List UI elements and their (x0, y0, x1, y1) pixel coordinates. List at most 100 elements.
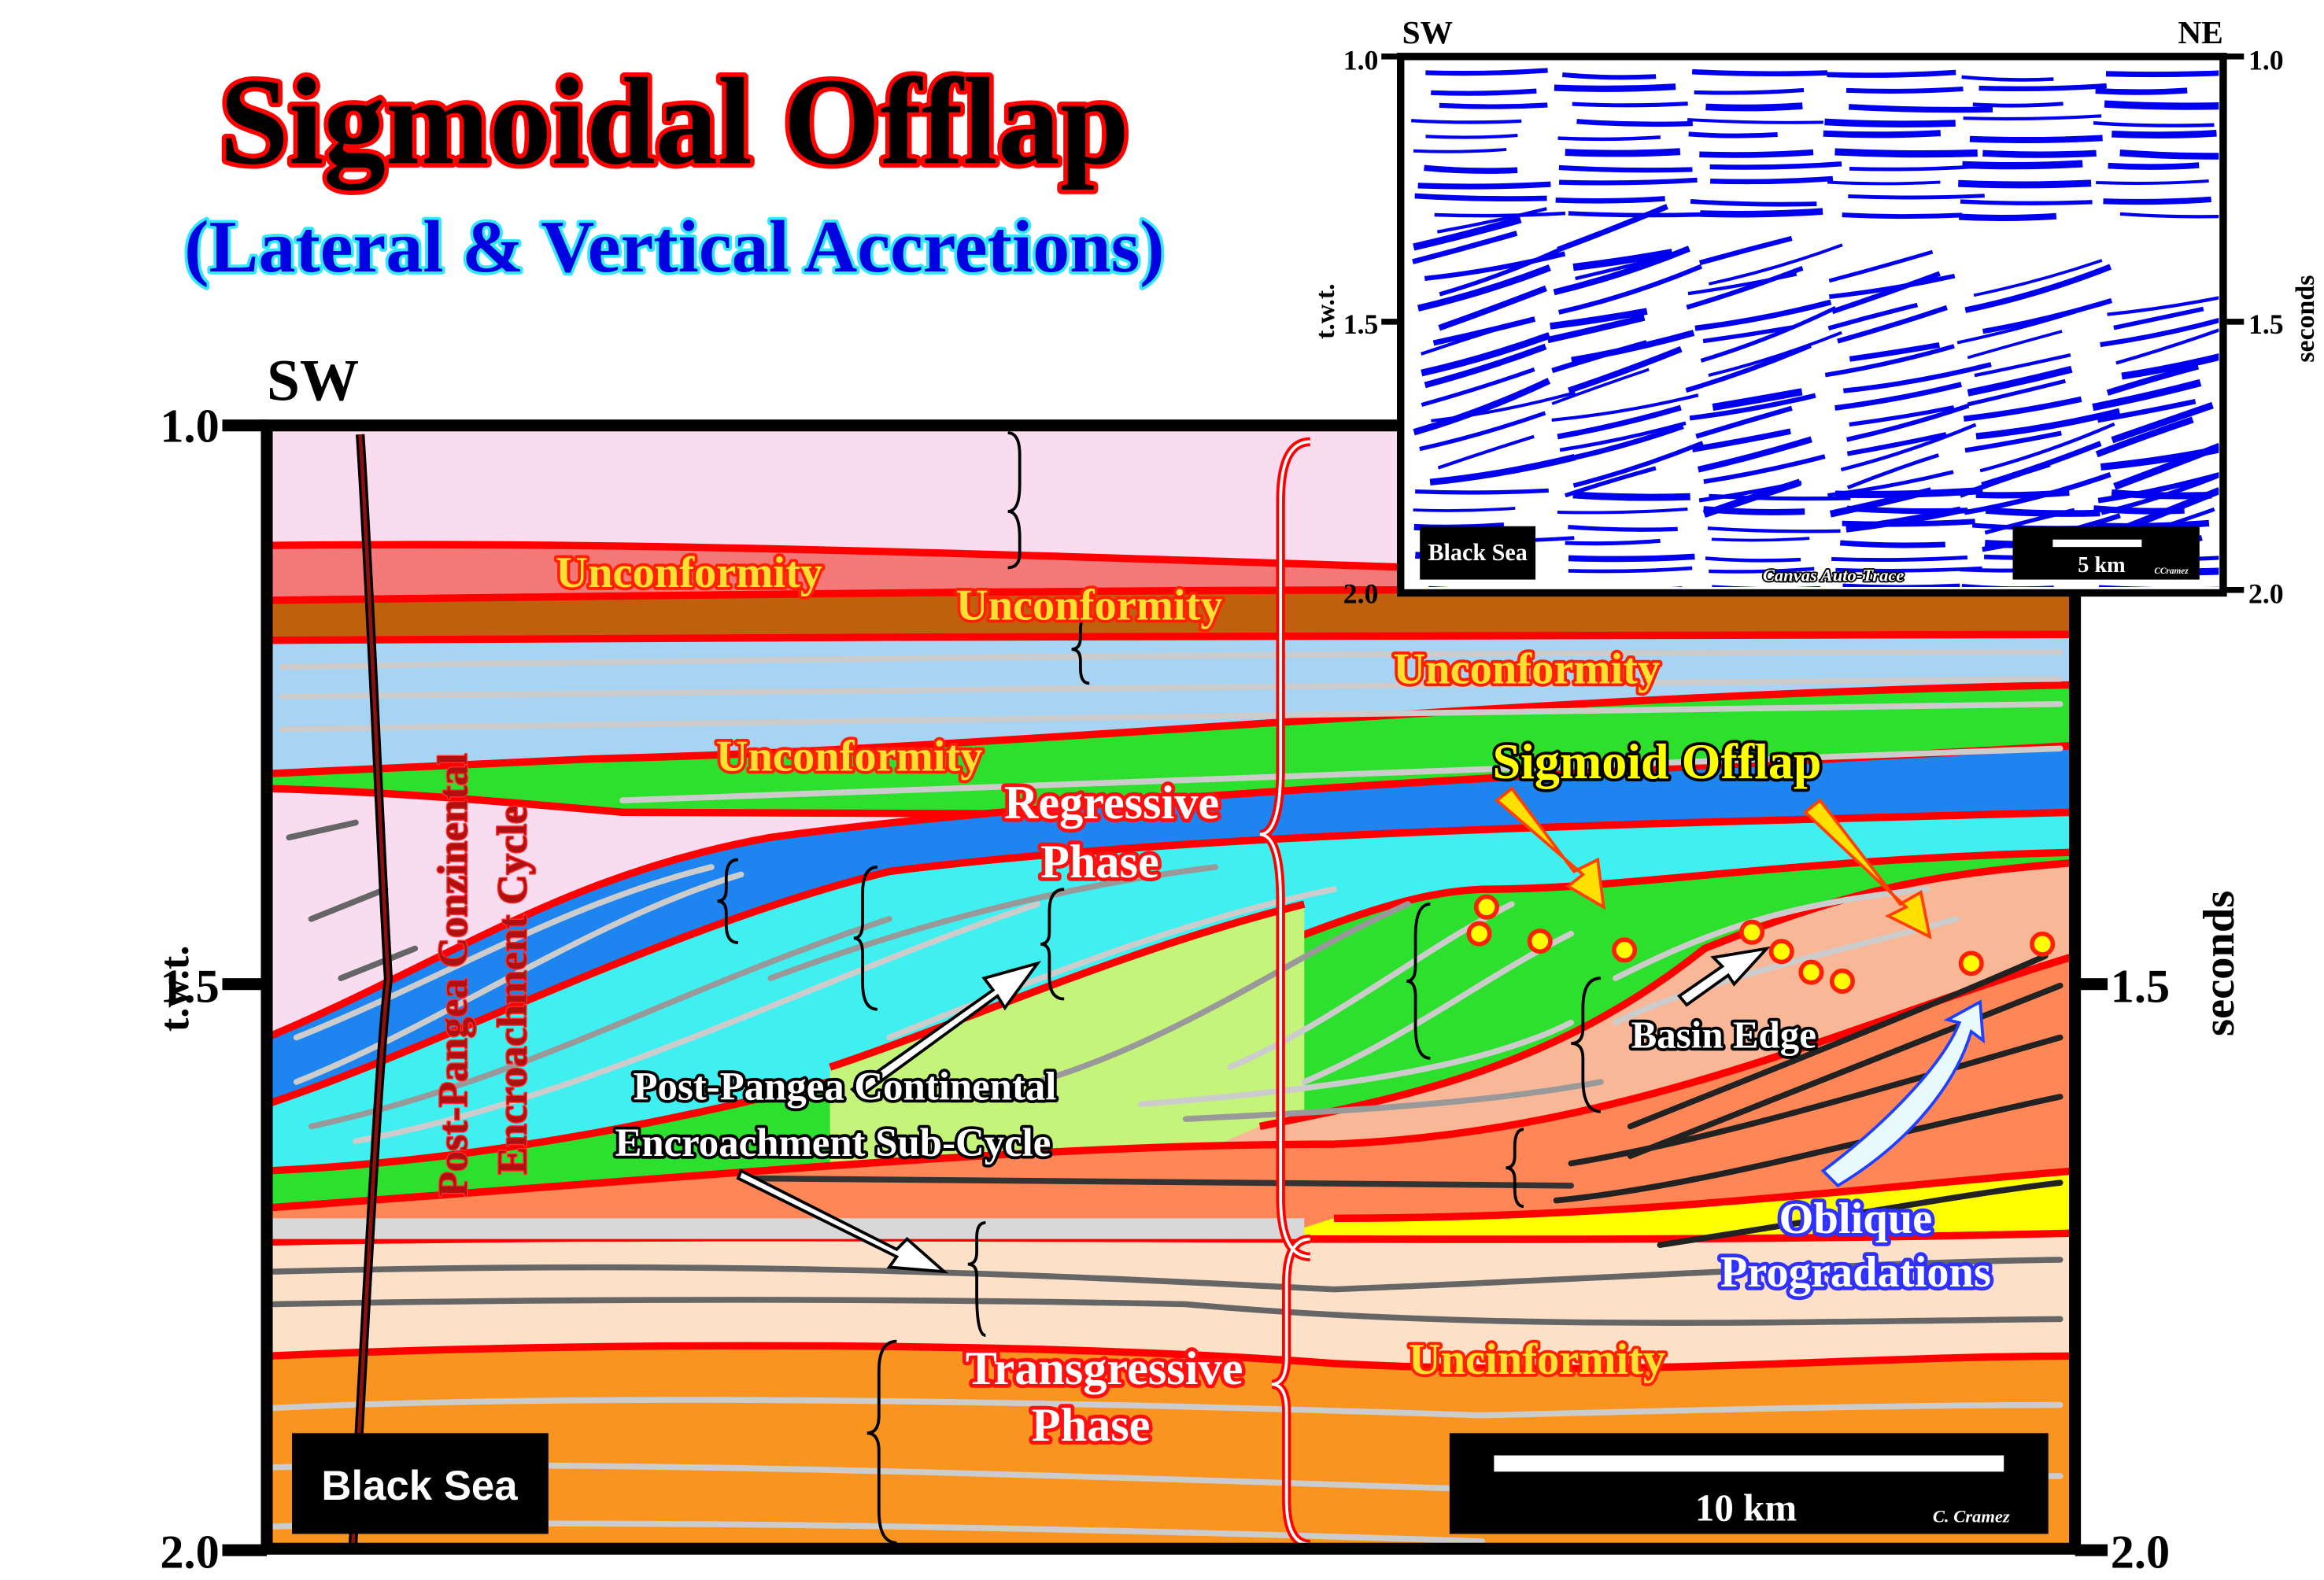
seismic-trace (1834, 148, 1978, 158)
seismic-trace (1411, 119, 1522, 124)
inset-tick-right-1-5: 1.5 (2248, 308, 2284, 340)
tick-mark (222, 1544, 267, 1556)
reflector-line (293, 864, 715, 1041)
scale-bar (1494, 1455, 2004, 1472)
reflector-line (308, 916, 892, 1130)
label-transgressive: Transgressive (966, 1342, 1243, 1395)
seismic-trace (1840, 540, 1945, 548)
seismic-trace (1703, 454, 1826, 485)
seismic-trace (1558, 177, 1698, 186)
seismic-trace (2100, 317, 2219, 348)
seismic-trace (2105, 70, 2219, 78)
inset-tick-right-1-0: 1.0 (2248, 45, 2284, 76)
seismic-trace (1576, 119, 1693, 127)
axis-label-seconds: seconds (2195, 891, 2244, 1036)
unconformity-boundary (1258, 859, 2070, 1131)
seismic-trace (1551, 367, 1650, 405)
seismic-trace (1565, 148, 1681, 157)
brace-icon (717, 858, 739, 944)
seismic-trace (1846, 86, 1964, 94)
offlap-point (2030, 931, 2056, 957)
seismic-trace (1831, 556, 1968, 562)
seismic-trace (1975, 408, 2121, 440)
brace-icon (1071, 613, 1090, 685)
seismic-trace (1711, 537, 1810, 542)
transgressive-brace-inner (1271, 1237, 1310, 1546)
seismic-trace (2092, 378, 2202, 412)
seismic-trace (1424, 164, 1518, 174)
unconformity-boundary (1333, 1167, 2070, 1222)
seismic-trace (1824, 344, 1955, 378)
offlap-point (1768, 939, 1794, 965)
seismic-trace (1846, 403, 1970, 442)
seismic-trace (1439, 240, 1577, 297)
reflector-line (1627, 982, 2064, 1159)
seismic-trace (1689, 393, 1816, 421)
seismic-trace (1709, 567, 1815, 574)
seismic-trace (1425, 68, 1548, 76)
yellow-arrow-icon (1802, 798, 1932, 940)
seismic-trace (1846, 505, 1968, 515)
unconformity-boundary (272, 808, 2070, 1106)
seismic-trace (1413, 507, 1516, 512)
reflector-line (286, 819, 359, 841)
inset-software-credit: Canvas Auto-Trace (1763, 565, 1905, 585)
regressive-brace-inner (1259, 440, 1310, 1259)
brace-icon (853, 866, 878, 1011)
seismic-trace (1413, 378, 1551, 436)
seismic-trace (1834, 486, 1983, 498)
seismic-trace (1439, 102, 1548, 109)
seismic-trace (1700, 306, 1837, 363)
brace-icon (1506, 1128, 1524, 1209)
seismic-trace (2111, 489, 2212, 500)
blue-arrow-icon (1820, 999, 1986, 1188)
offlap-point (1739, 919, 1765, 945)
seismic-trace (1709, 175, 1834, 185)
seismic-trace (1708, 243, 1843, 286)
seismic-trace (1697, 436, 1812, 473)
brace-icon (1007, 431, 1022, 570)
yellow-arrow-icon (1495, 786, 1606, 910)
brace-icon (866, 1339, 897, 1545)
seismic-trace (1709, 161, 1842, 170)
seismic-trace (1691, 68, 1828, 77)
seismic-trace (2095, 416, 2194, 458)
seismic-trace (1438, 285, 1547, 331)
seismic-trace (1842, 583, 1960, 587)
seismic-trace (1572, 249, 1673, 271)
seismic-trace (1700, 208, 1823, 218)
seismic-trace (2108, 162, 2200, 170)
seismic-trace (1431, 88, 1537, 96)
seismic-trace (1557, 404, 1682, 440)
seismic-trace (1827, 302, 1919, 330)
seismic-trace (1551, 340, 1648, 374)
seismic-trace (1557, 135, 1661, 142)
seismic-trace (1842, 212, 1963, 220)
seismic-trace (1429, 454, 1576, 486)
reflector-line (279, 649, 2064, 670)
inset-scale-box (2012, 526, 2200, 580)
seismic-trace (1572, 102, 1688, 108)
offlap-point (1958, 951, 1984, 976)
seismic-trace (1960, 199, 2093, 205)
seismic-trace (1421, 332, 1551, 377)
location-box (292, 1433, 549, 1534)
seismic-trace (1843, 362, 1992, 393)
seismic-trace (1846, 453, 1940, 489)
seismic-trace (1554, 83, 1676, 92)
seismic-trace (1565, 538, 1661, 546)
seismic-trace (1956, 310, 2077, 345)
braces (717, 431, 1602, 1545)
label-oblique: Oblique (1779, 1194, 1933, 1243)
scale-box (1449, 1433, 2049, 1534)
inset-axis-seconds: seconds (2291, 275, 2320, 363)
inset-tick-left-2-0: 2.0 (1343, 578, 1379, 610)
seismic-trace (2113, 306, 2204, 330)
seismic-trace (1421, 367, 1535, 407)
offlap-point (1829, 968, 1855, 994)
reflector-line (1553, 1094, 2064, 1204)
seismic-trace (1979, 422, 2115, 473)
seismic-trace (2095, 87, 2188, 95)
seismic-trace (1425, 134, 1518, 139)
seismic-trace (1979, 83, 2107, 92)
